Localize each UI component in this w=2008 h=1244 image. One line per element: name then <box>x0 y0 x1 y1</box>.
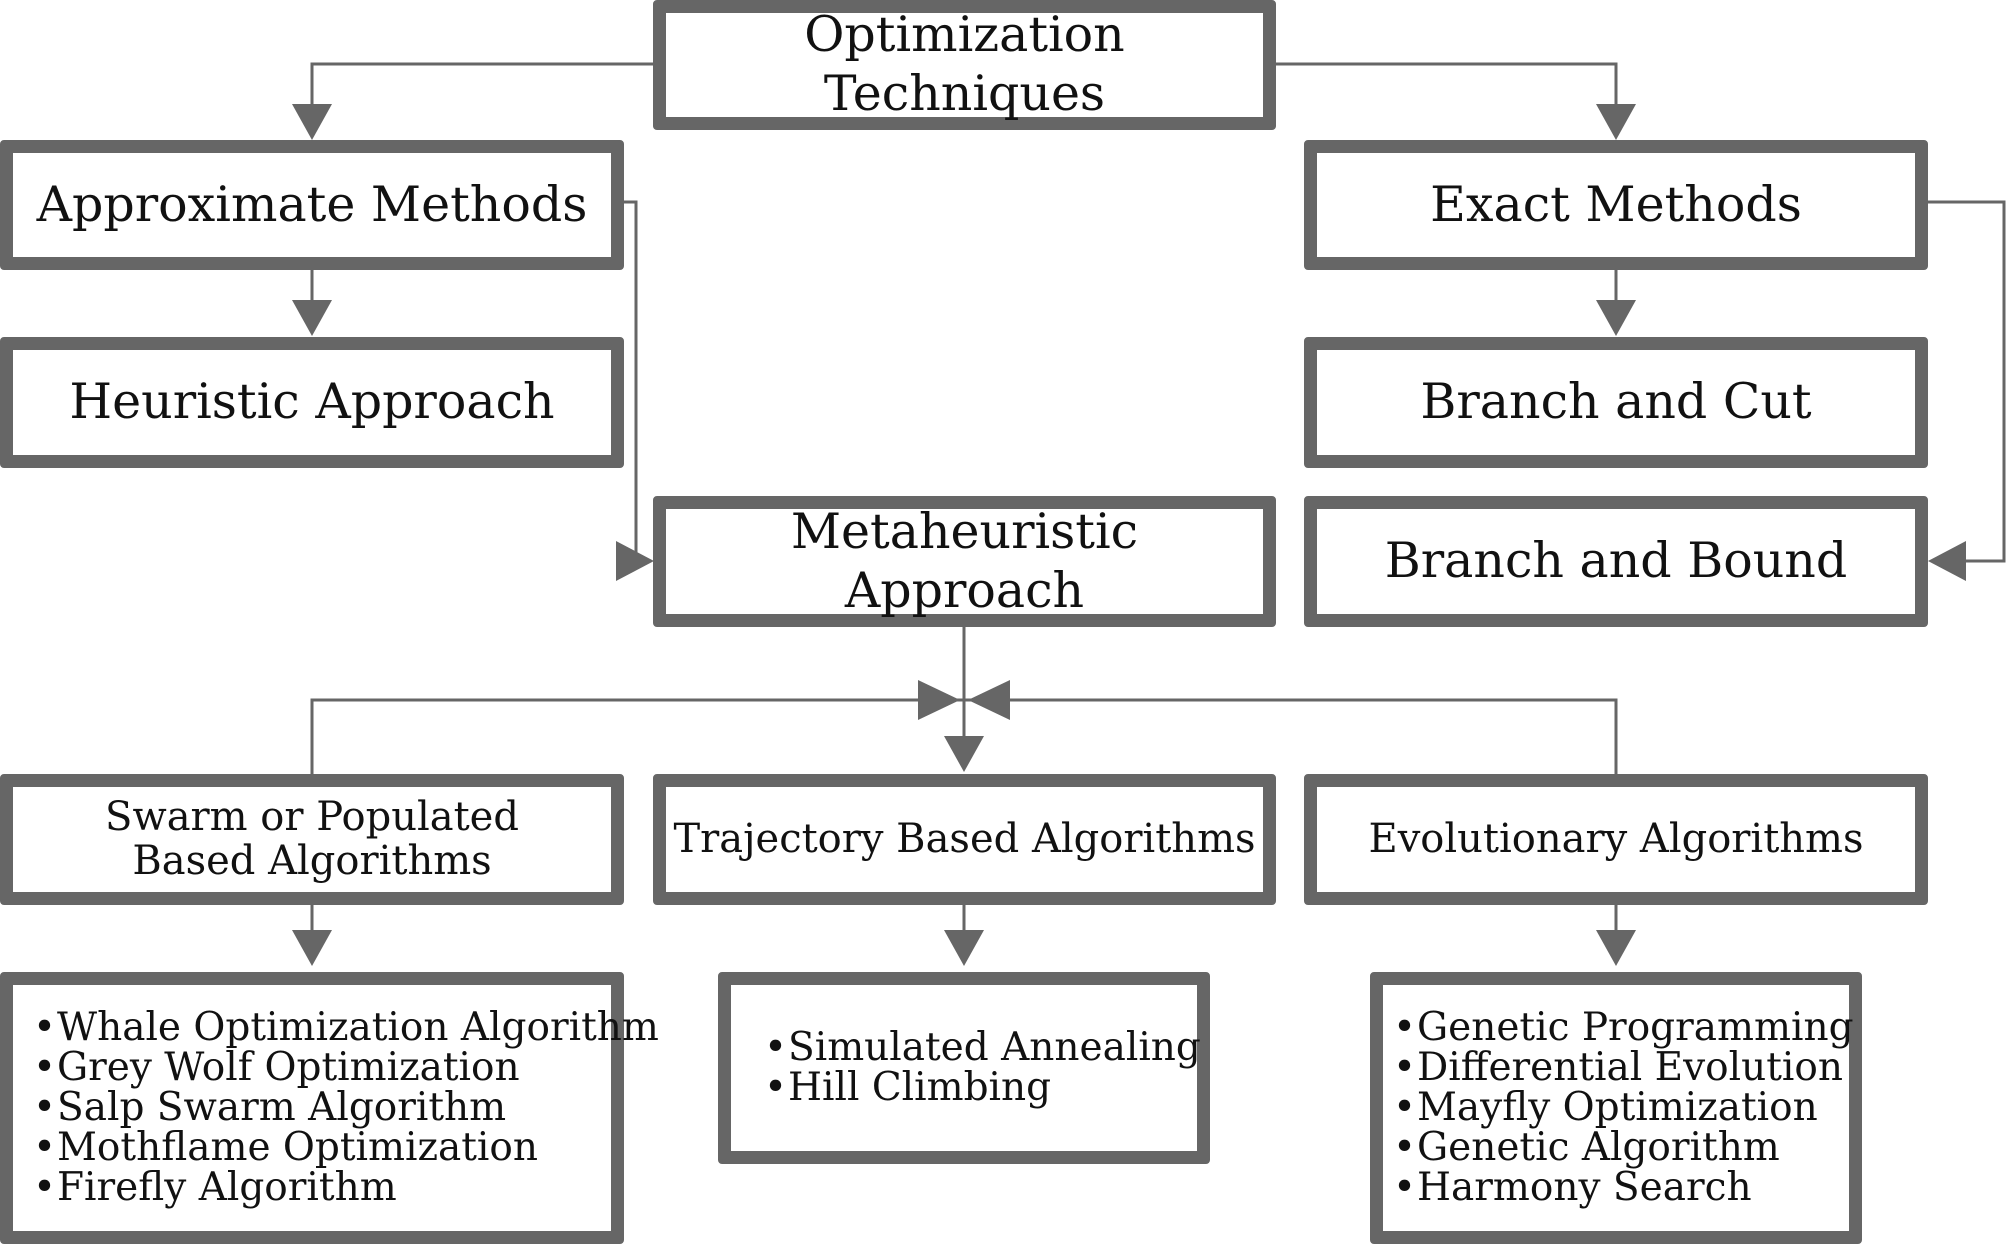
connector-root-to-approximate <box>310 62 660 110</box>
list-item-label: Firefly Algorithm <box>57 1165 397 1210</box>
bullet-glyph: • <box>33 1085 57 1130</box>
trajectory-algorithms-list-box: •Simulated Annealing •Hill Climbing <box>718 972 1210 1164</box>
list-item-label: Differential Evolution <box>1417 1045 1843 1090</box>
node-label: Branch and Cut <box>1420 373 1812 431</box>
list-item: •Firefly Algorithm <box>33 1168 659 1208</box>
list-item-label: Harmony Search <box>1417 1165 1752 1210</box>
arrowhead-exact <box>1596 104 1636 140</box>
node-exact-methods: Exact Methods <box>1304 140 1928 270</box>
node-label: Approximate Methods <box>36 175 588 233</box>
node-approximate-methods: Approximate Methods <box>0 140 624 270</box>
list-item-label: Genetic Algorithm <box>1417 1125 1780 1170</box>
trajectory-algorithms-list: •Simulated Annealing •Hill Climbing <box>764 1028 1201 1108</box>
bullet-glyph: • <box>764 1025 788 1070</box>
bullet-glyph: • <box>33 1045 57 1090</box>
list-item-label: Genetic Programming <box>1417 1005 1854 1050</box>
arrowhead-trajectory <box>944 736 984 772</box>
list-item: •Grey Wolf Optimization <box>33 1048 659 1088</box>
bullet-glyph: • <box>764 1065 788 1110</box>
list-item-label: Hill Climbing <box>788 1065 1052 1110</box>
list-item-label: Simulated Annealing <box>788 1025 1201 1070</box>
list-item: •Salp Swarm Algorithm <box>33 1088 659 1128</box>
list-item: •Differential Evolution <box>1393 1048 1854 1088</box>
bullet-glyph: • <box>1393 1165 1417 1210</box>
evolutionary-algorithms-list-box: •Genetic Programming •Differential Evolu… <box>1370 972 1862 1244</box>
arrowhead-heuristic <box>292 300 332 336</box>
list-item: •Mothflame Optimization <box>33 1128 659 1168</box>
list-item: •Hill Climbing <box>764 1068 1201 1108</box>
evolutionary-algorithms-list: •Genetic Programming •Differential Evolu… <box>1393 1008 1854 1208</box>
bullet-glyph: • <box>1393 1005 1417 1050</box>
node-label: Swarm or Populated Based Algorithms <box>105 794 519 884</box>
arrowhead-swarm-list <box>292 930 332 966</box>
node-label: Heuristic Approach <box>69 373 555 431</box>
list-item: •Mayfly Optimization <box>1393 1088 1854 1128</box>
connector-root-to-exact <box>1272 62 1618 110</box>
arrowhead-branch-bound <box>1928 541 1966 581</box>
node-branch-and-bound: Branch and Bound <box>1304 496 1928 627</box>
node-label: Branch and Bound <box>1384 532 1848 590</box>
bullet-glyph: • <box>1393 1125 1417 1170</box>
node-evolutionary-algorithms: Evolutionary Algorithms <box>1304 774 1928 905</box>
bullet-glyph: • <box>1393 1085 1417 1130</box>
arrowhead-trajectory-list <box>944 930 984 966</box>
bullet-glyph: • <box>1393 1045 1417 1090</box>
list-item-label: Salp Swarm Algorithm <box>57 1085 507 1130</box>
list-item-label: Whale Optimization Algorithm <box>57 1005 659 1050</box>
node-branch-and-cut: Branch and Cut <box>1304 337 1928 468</box>
bullet-glyph: • <box>33 1005 57 1050</box>
swarm-algorithms-list-box: •Whale Optimization Algorithm •Grey Wolf… <box>0 972 659 1244</box>
list-item: •Genetic Algorithm <box>1393 1128 1854 1168</box>
list-item-label: Mothflame Optimization <box>57 1125 539 1170</box>
node-label: Evolutionary Algorithms <box>1368 815 1864 862</box>
connector-meta-to-evolutionary <box>964 698 1618 774</box>
list-item-label: Mayfly Optimization <box>1417 1085 1818 1130</box>
bullet-glyph: • <box>33 1165 57 1210</box>
arrowhead-meta-right <box>968 680 1010 720</box>
connector-meta-to-swarm <box>310 626 966 774</box>
arrowhead-metaheuristic <box>616 541 654 581</box>
node-label: Trajectory Based Algorithms <box>673 815 1256 862</box>
node-trajectory-based-algorithms: Trajectory Based Algorithms <box>653 774 1276 905</box>
arrowhead-approximate <box>292 104 332 140</box>
arrowhead-evolutionary-list <box>1596 930 1636 966</box>
list-item: •Simulated Annealing <box>764 1028 1201 1068</box>
node-label: Optimization Techniques <box>804 6 1125 122</box>
node-metaheuristic-approach: Metaheuristic Approach <box>653 496 1276 627</box>
node-optimization-techniques: Optimization Techniques <box>653 0 1276 130</box>
connector-exact-to-branch-bound <box>1922 200 2006 563</box>
swarm-algorithms-list: •Whale Optimization Algorithm •Grey Wolf… <box>33 1008 659 1208</box>
node-swarm-based-algorithms: Swarm or Populated Based Algorithms <box>0 774 624 905</box>
list-item: •Harmony Search <box>1393 1168 1854 1208</box>
arrowhead-meta-left <box>918 680 960 720</box>
list-item: •Whale Optimization Algorithm <box>33 1008 659 1048</box>
list-item: •Genetic Programming <box>1393 1008 1854 1048</box>
node-heuristic-approach: Heuristic Approach <box>0 337 624 468</box>
bullet-glyph: • <box>33 1125 57 1170</box>
list-item-label: Grey Wolf Optimization <box>57 1045 520 1090</box>
node-label: Exact Methods <box>1430 175 1802 233</box>
arrowhead-branch-cut <box>1596 300 1636 336</box>
node-label: Metaheuristic Approach <box>790 502 1139 619</box>
